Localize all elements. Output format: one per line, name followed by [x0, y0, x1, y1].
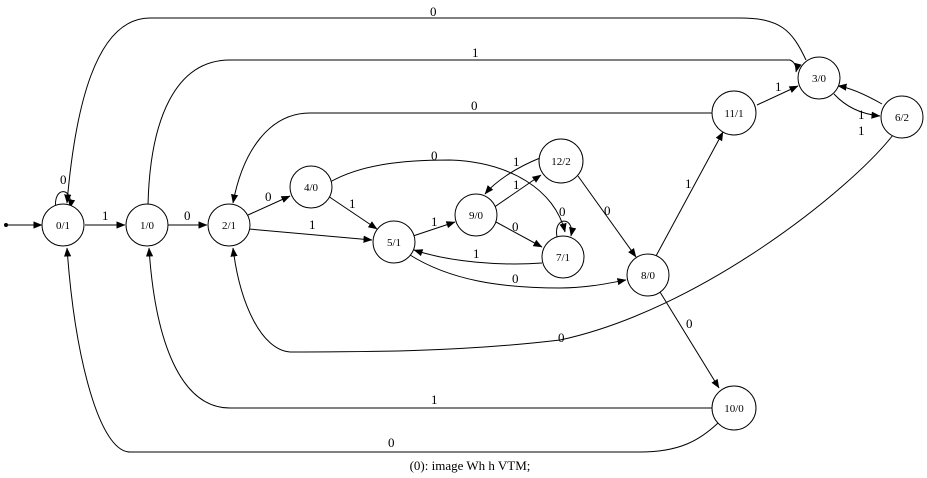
start-point	[4, 223, 8, 227]
edge-label-3-6: 1	[858, 123, 865, 138]
edge-label-4-5: 1	[349, 196, 356, 211]
state-8: 8/0	[626, 253, 670, 297]
state-label-10: 10/0	[724, 403, 744, 415]
edge-label-6-3: 1	[858, 107, 865, 122]
edge-3-0	[64, 17, 807, 204]
edge-label-5-8: 0	[512, 271, 519, 286]
edge-4-5	[327, 195, 378, 230]
edge-label-5-9: 1	[431, 214, 438, 229]
edge-12-9	[484, 157, 541, 195]
state-7: 7/1	[541, 235, 585, 279]
edge-label-12-8: 0	[604, 203, 611, 218]
diagram-caption: (0): image Wh h VTM;	[410, 458, 531, 473]
edge-5-9	[412, 221, 456, 237]
edge-label-10-0: 0	[388, 435, 395, 450]
state-10: 10/0	[711, 385, 757, 431]
edge-2-5	[248, 228, 373, 243]
state-9: 9/0	[454, 193, 498, 237]
state-label-4: 4/0	[304, 182, 319, 194]
state-label-1: 1/0	[140, 220, 155, 232]
edge-label-8-11: 1	[685, 176, 692, 191]
state-2: 2/1	[207, 203, 251, 247]
edge-label-9-7: 0	[512, 219, 519, 234]
edge-1-3	[147, 59, 802, 206]
edge-label-11-3: 1	[775, 79, 782, 94]
edges	[4, 17, 894, 453]
edge-label-8-10: 0	[686, 316, 693, 331]
edge-label-6-2: 0	[558, 330, 565, 345]
edge-11-2	[231, 112, 712, 204]
edge-label-0-0: 0	[60, 172, 67, 187]
edge-label-1-3: 1	[472, 45, 479, 60]
state-12: 12/2	[538, 138, 584, 184]
state-label-8: 8/0	[641, 270, 656, 282]
edge-10-0	[64, 247, 719, 453]
edge-8-11	[655, 131, 724, 257]
state-label-6: 6/2	[895, 112, 909, 124]
edge-label-0-1: 1	[102, 208, 109, 223]
state-3: 3/0	[797, 56, 841, 100]
edge-3-6	[833, 93, 881, 119]
edge-label-7-5: 1	[473, 246, 480, 261]
edge-2-4	[247, 195, 291, 216]
edge-5-8	[409, 254, 627, 289]
edge-label-10-1: 1	[431, 392, 438, 407]
state-0: 0/1	[41, 203, 85, 247]
state-label-2: 2/1	[222, 220, 236, 232]
state-5: 5/1	[372, 220, 416, 264]
edge-7-5	[413, 249, 543, 265]
edge-label-4-7: 0	[431, 148, 438, 163]
edge-10-1	[145, 247, 712, 409]
state-6: 6/2	[880, 95, 924, 139]
state-1: 1/0	[125, 203, 169, 247]
edge-9-12	[492, 174, 542, 209]
state-11: 11/1	[711, 90, 757, 136]
edge-label-2-5: 1	[309, 217, 316, 232]
state-label-12: 12/2	[551, 156, 571, 168]
edge-label-7-7: 0	[559, 204, 566, 219]
edge-12-8	[577, 175, 637, 258]
state-label-0: 0/1	[56, 220, 70, 232]
state-label-11: 11/1	[724, 108, 743, 120]
edge-4-7	[329, 159, 567, 233]
state-4: 4/0	[289, 165, 333, 209]
edge-label-2-4: 0	[265, 189, 272, 204]
edge-9-7	[495, 221, 543, 248]
edge-labels: 0 1 0 1 0 1 0 1 0 1 0 1 0 1 0 1 0 1 0 1 …	[60, 4, 865, 450]
edge-8-10	[659, 291, 720, 389]
state-label-3: 3/0	[812, 73, 827, 85]
states: 0/1 1/0 2/1 3/0 4/0 5/1 6/2 7/1	[41, 56, 924, 431]
edge-label-12-9: 1	[513, 154, 520, 169]
edge-6-3	[837, 83, 883, 105]
state-label-5: 5/1	[387, 237, 401, 249]
state-label-9: 9/0	[469, 210, 484, 222]
edge-label-9-12: 1	[513, 177, 520, 192]
edge-label-11-2: 0	[471, 98, 478, 113]
state-label-7: 7/1	[556, 252, 570, 264]
edge-label-3-0: 0	[430, 4, 437, 19]
edge-11-3	[756, 85, 799, 106]
edge-label-1-2: 0	[184, 208, 191, 223]
edge-7-7	[556, 220, 577, 238]
edge-6-2	[230, 134, 894, 353]
